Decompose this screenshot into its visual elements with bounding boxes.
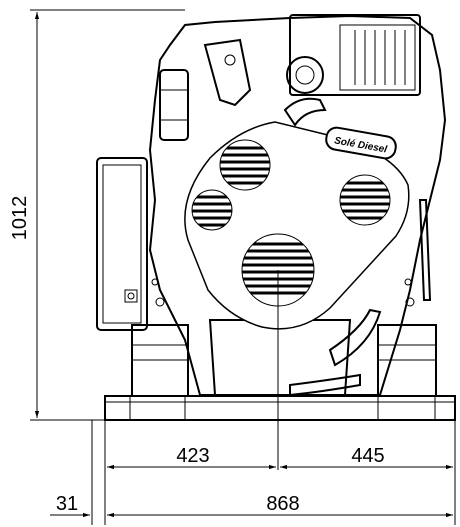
right-section-label: 445	[351, 445, 384, 467]
total-width-label: 868	[266, 493, 299, 515]
base-frame	[104, 395, 456, 421]
height-dimension: 1012	[9, 9, 185, 421]
left-section-label: 423	[176, 445, 209, 467]
width-dimensions: 423 445 31 868	[50, 420, 456, 525]
engine-mounts	[131, 324, 437, 397]
brand-plate: Solé Diesel	[325, 126, 397, 160]
height-label: 1012	[9, 196, 31, 241]
control-box	[96, 157, 148, 331]
offset-label: 31	[56, 493, 78, 515]
